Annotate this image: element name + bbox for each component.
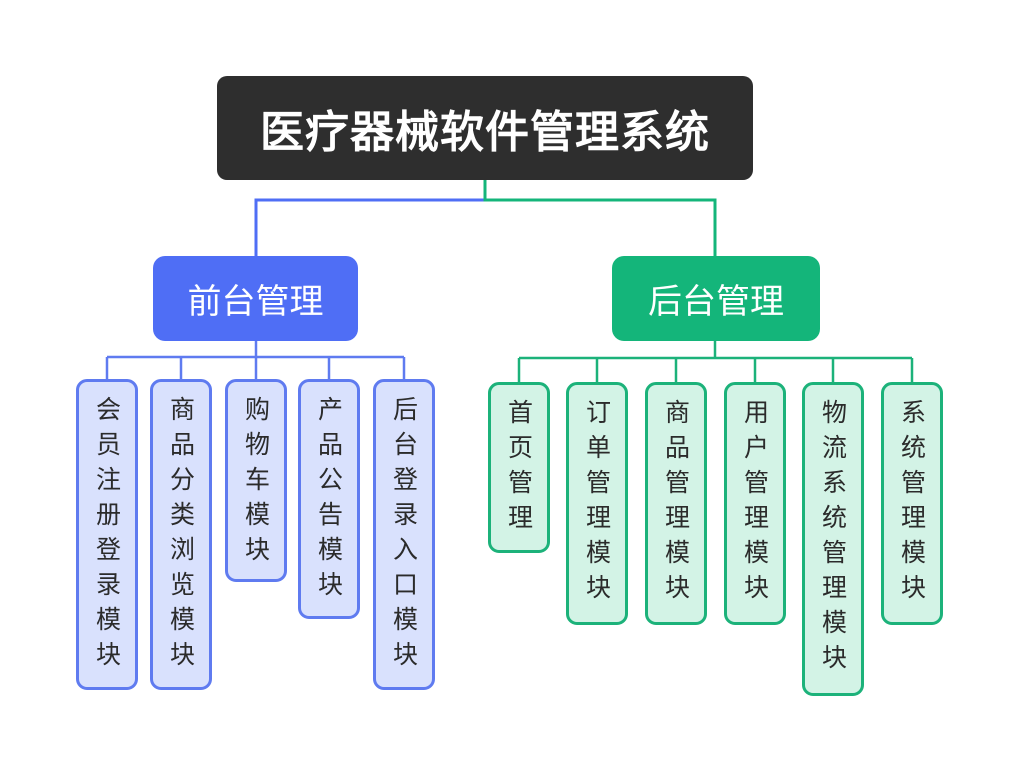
root-title: 医疗器械软件管理系统 xyxy=(260,107,710,158)
module-label: 订单管理模块 xyxy=(582,399,612,609)
module-label: 物流系统管理模块 xyxy=(818,399,848,679)
module-label: 商品管理模块 xyxy=(661,399,691,609)
module-label: 会员注册登录模块 xyxy=(92,396,122,676)
module-product-category: 商品分类浏览模块 xyxy=(150,379,212,690)
module-member-registration: 会员注册登录模块 xyxy=(76,379,138,690)
module-user-management: 用户管理模块 xyxy=(724,382,786,625)
module-system-management: 系统管理模块 xyxy=(881,382,943,625)
module-product-notice: 产品公告模块 xyxy=(298,379,360,619)
connector-root-back xyxy=(483,180,717,256)
module-label: 产品公告模块 xyxy=(314,396,344,606)
front-management-title: 前台管理 xyxy=(187,282,324,322)
module-label: 用户管理模块 xyxy=(740,399,770,609)
root-node: 医疗器械软件管理系统 xyxy=(217,76,753,180)
module-label: 首页管理 xyxy=(504,399,534,539)
module-product-management: 商品管理模块 xyxy=(645,382,707,625)
module-label: 后台登录入口模块 xyxy=(389,396,419,676)
module-label: 商品分类浏览模块 xyxy=(166,396,196,676)
module-order-management: 订单管理模块 xyxy=(566,382,628,625)
back-management-node: 后台管理 xyxy=(612,256,820,341)
module-home-management: 首页管理 xyxy=(488,382,550,553)
module-label: 系统管理模块 xyxy=(897,399,927,609)
back-management-title: 后台管理 xyxy=(648,282,784,322)
module-shopping-cart: 购物车模块 xyxy=(225,379,287,582)
module-logistics-system-management: 物流系统管理模块 xyxy=(802,382,864,696)
module-admin-login-entry: 后台登录入口模块 xyxy=(373,379,435,690)
front-management-node: 前台管理 xyxy=(153,256,358,341)
module-label: 购物车模块 xyxy=(241,396,271,571)
connector-root-front xyxy=(254,180,487,256)
